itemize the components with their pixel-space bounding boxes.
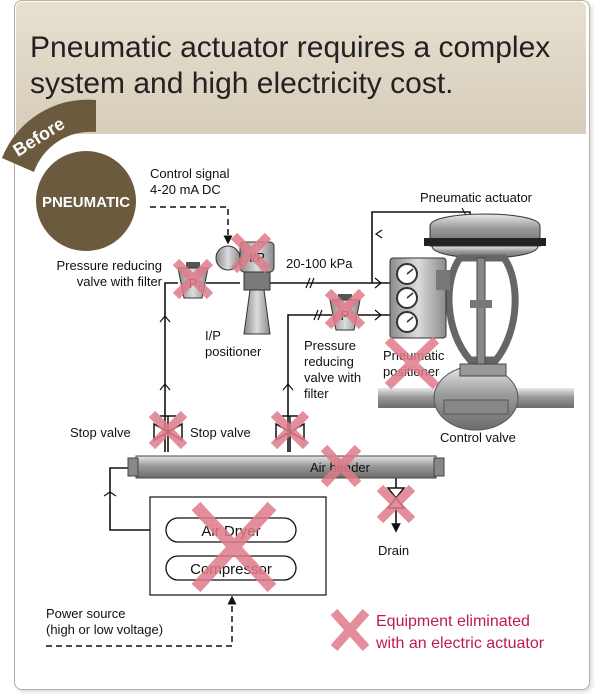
air-header — [127, 455, 445, 479]
eliminated-mark-header — [320, 444, 362, 488]
pneumatic-label: PNEUMATIC — [42, 194, 130, 211]
kpa-label: 20-100 kPa — [286, 256, 353, 271]
stop-valve-left-label: Stop valve — [70, 425, 131, 440]
eliminated-mark-prv-left — [172, 258, 214, 300]
stop-valve-right-label: Stop valve — [190, 425, 251, 440]
legend-line-1: Equipment eliminated — [376, 613, 530, 630]
legend-line-2: with an electric actuator — [375, 635, 545, 652]
page-title: Pneumatic actuator requires a complex sy… — [30, 30, 570, 102]
eliminated-mark-stop-left — [148, 410, 188, 450]
eliminated-mark-drain — [376, 484, 416, 524]
pneumatic-actuator-label: Pneumatic actuator — [420, 190, 533, 205]
power-source-label-2: (high or low voltage) — [46, 622, 163, 637]
prv-right-label-4: filter — [304, 386, 329, 401]
eliminated-mark-prv-right — [324, 288, 366, 330]
prv-right-label-1: Pressure — [304, 338, 356, 353]
prv-right-label-3: valve with — [304, 370, 361, 385]
prv-right-label-2: reducing — [304, 354, 354, 369]
prv-right-p: P — [341, 308, 350, 323]
eliminated-markers — [148, 232, 440, 651]
eliminated-mark-stop-right — [270, 410, 310, 450]
control-valve-assembly — [378, 213, 574, 431]
ip-positioner-label-2: positioner — [205, 344, 262, 359]
control-signal-label-1: Control signal — [150, 166, 230, 181]
power-source-label-1: Power source — [46, 606, 125, 621]
control-signal-line — [150, 206, 233, 245]
drain-label: Drain — [378, 543, 409, 558]
prv-left-label-1: Pressure reducing — [57, 258, 163, 273]
before-badge: Before PNEUMATIC — [2, 99, 136, 251]
eliminated-mark-positioner — [384, 336, 440, 390]
eliminated-mark-compressor — [191, 501, 277, 593]
title-line-1: Pneumatic actuator requires a complex — [30, 31, 551, 64]
prv-left-label-2: valve with filter — [77, 274, 163, 289]
control-signal-label-2: 4-20 mA DC — [150, 182, 221, 197]
ip-positioner-label-1: I/P — [205, 328, 221, 343]
eliminated-mark-ip — [230, 232, 272, 274]
legend-x-icon — [330, 609, 370, 651]
title-line-2: system and high electricity cost. — [30, 67, 454, 100]
control-valve-label: Control valve — [440, 430, 516, 445]
power-line — [46, 595, 237, 647]
title-banner — [16, 2, 586, 134]
